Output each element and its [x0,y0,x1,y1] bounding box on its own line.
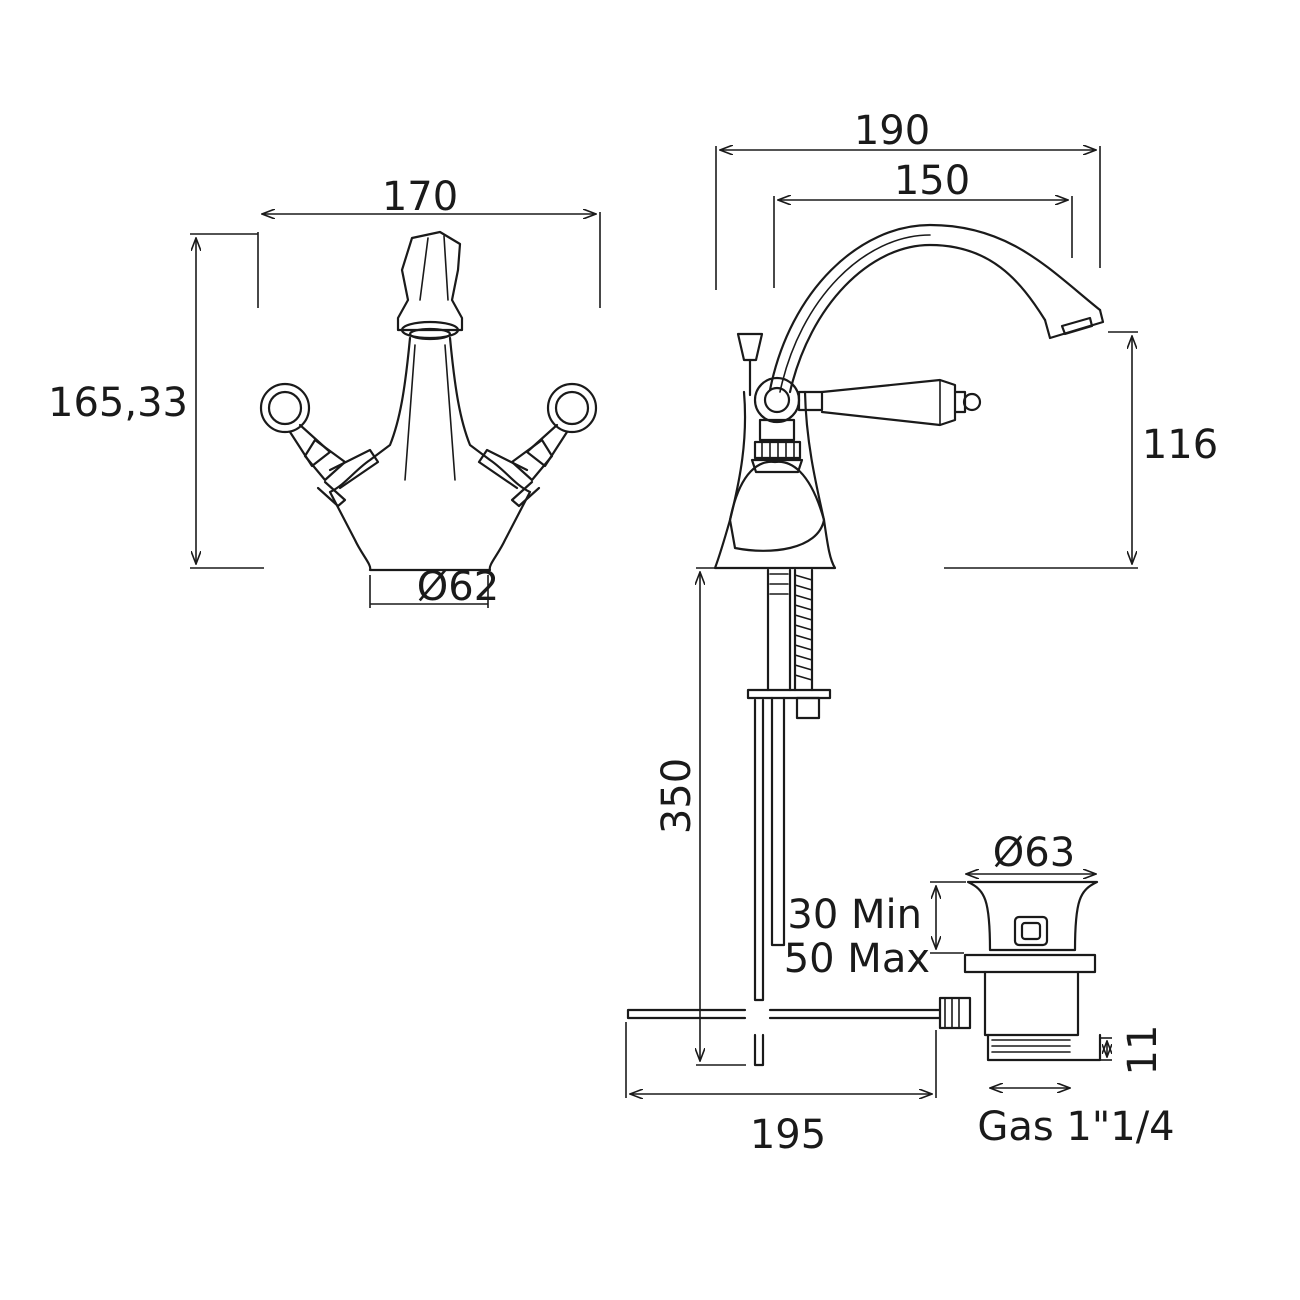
front-height-label: 165,33 [48,380,188,426]
spout-height-dimension: 116 [944,331,1218,569]
spout-reach-label: 150 [894,158,970,204]
waste-thickness-max-label: 50 Max [784,936,930,982]
spout-reach-dimension: 150 [773,158,1073,288]
thread-length-dimension: 11 [1100,1025,1166,1076]
front-height-dimension: 165,33 [48,233,264,569]
front-base-diameter-label: Ø62 [417,564,499,610]
waste-thickness-min-label: 30 Min [787,892,922,938]
overall-reach-label: 190 [854,108,930,154]
rod-length-label: 350 [654,758,700,834]
rod-offset-dimension: 195 [625,1022,937,1158]
thread-size-dimension: Gas 1"1/4 [977,1088,1175,1150]
spout-height-label: 116 [1142,422,1218,468]
waste-drain [938,880,1102,1062]
waste-diameter-label: Ø63 [993,830,1075,876]
side-view-faucet [626,223,1105,1067]
front-width-label: 170 [382,174,458,220]
front-width-dimension: 170 [257,174,601,308]
waste-thickness-dimension: 30 Min 50 Max [784,881,966,982]
rod-length-dimension: 350 [654,567,746,1066]
rod-offset-label: 195 [750,1112,826,1158]
thread-size-label: Gas 1"1/4 [977,1104,1174,1150]
front-view-faucet [259,230,598,572]
overall-reach-dimension: 190 [715,108,1101,290]
thread-length-label: 11 [1120,1025,1166,1076]
front-base-diameter-dimension: Ø62 [369,564,499,610]
waste-diameter-dimension: Ø63 [966,830,1096,876]
